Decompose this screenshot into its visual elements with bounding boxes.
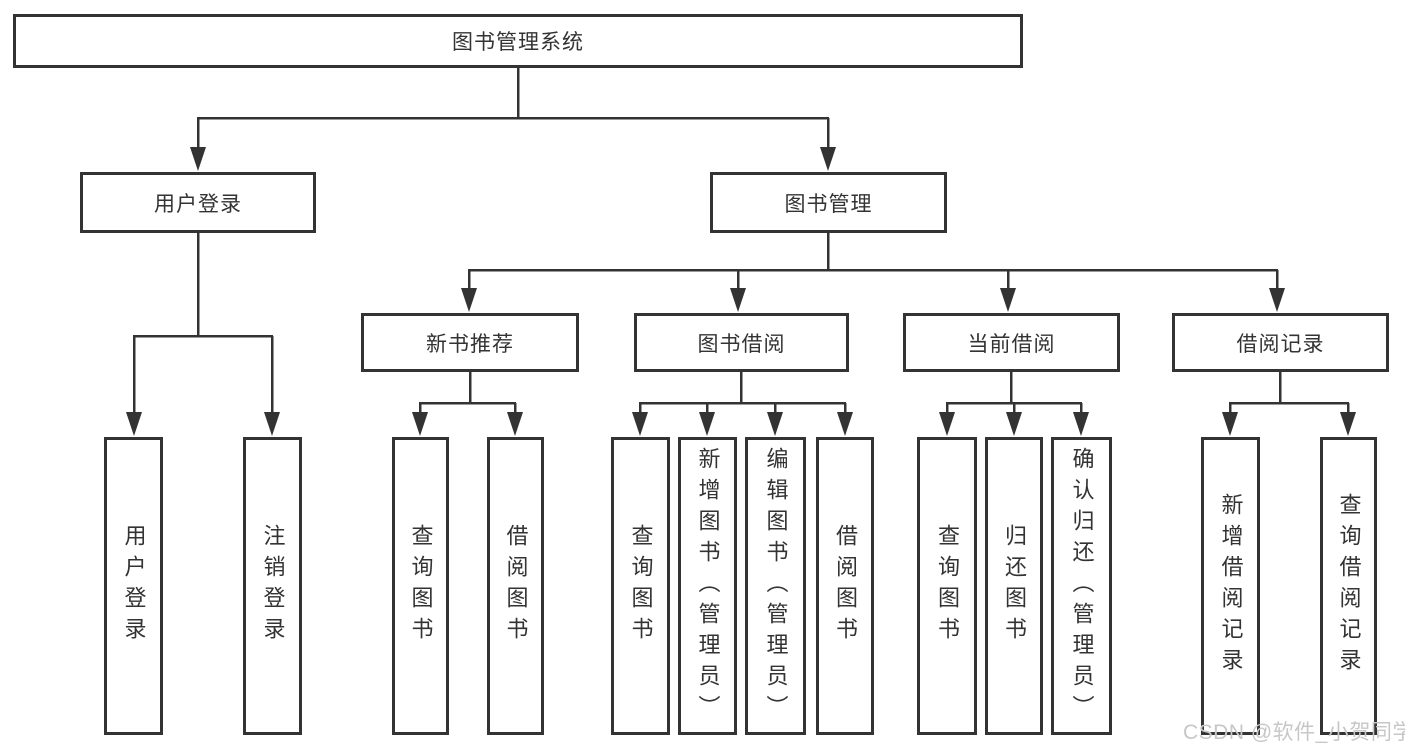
node-label: 图书借阅 — [697, 332, 786, 356]
leaf-borrow-book: 借阅图书 — [816, 437, 874, 735]
node-label: 查询图书 — [408, 524, 434, 648]
node-label: 当前借阅 — [967, 332, 1056, 356]
node-label: 注销登录 — [260, 524, 286, 648]
node-new-book-recommendation: 新书推荐 — [361, 313, 579, 372]
leaf-add-book-admin: 新增图书（管理员） — [678, 437, 737, 735]
leaf-user-login: 用户登录 — [104, 437, 163, 735]
leaf-edit-book-admin: 编辑图书（管理员） — [745, 437, 806, 735]
node-book-management: 图书管理 — [710, 172, 947, 233]
node-book-borrowing: 图书借阅 — [634, 313, 849, 372]
node-label: 借阅记录 — [1236, 332, 1325, 356]
node-label: 新增借阅记录 — [1218, 493, 1244, 679]
node-label: 查询借阅记录 — [1336, 493, 1362, 679]
node-label: 确认归还（管理员） — [1069, 446, 1095, 726]
node-label: 借阅图书 — [833, 524, 858, 648]
node-label: 查询图书 — [935, 524, 960, 648]
node-label: 图书管理 — [784, 192, 873, 216]
node-borrowing-records: 借阅记录 — [1172, 313, 1389, 372]
node-label: 归还图书 — [1002, 524, 1027, 648]
leaf-query-borrow-record: 查询借阅记录 — [1320, 437, 1377, 735]
leaf-add-borrow-record: 新增借阅记录 — [1201, 437, 1260, 735]
node-label: 用户登录 — [154, 192, 242, 216]
node-library-management-system: 图书管理系统 — [13, 14, 1023, 68]
leaf-query-book-recommend: 查询图书 — [392, 437, 449, 735]
leaf-confirm-return-admin: 确认归还（管理员） — [1051, 437, 1112, 735]
node-label: 借阅图书 — [503, 524, 529, 648]
node-label: 编辑图书（管理员） — [763, 446, 789, 726]
node-current-borrowing: 当前借阅 — [903, 313, 1120, 372]
node-label: 新增图书（管理员） — [695, 446, 721, 726]
node-label: 图书管理系统 — [452, 31, 584, 54]
leaf-logout: 注销登录 — [243, 437, 302, 735]
leaf-query-book-current: 查询图书 — [917, 437, 977, 735]
csdn-watermark: CSDN @软件_小贺同学 — [1183, 721, 1405, 744]
node-label: 查询图书 — [628, 524, 654, 648]
leaf-query-book-borrowing: 查询图书 — [611, 437, 670, 735]
node-label: 新书推荐 — [426, 332, 514, 356]
node-user-login-group: 用户登录 — [80, 172, 316, 233]
leaf-borrow-book-recommend: 借阅图书 — [487, 437, 544, 735]
node-label: 用户登录 — [121, 524, 147, 648]
arrowheads — [126, 147, 1356, 436]
leaf-return-book: 归还图书 — [985, 437, 1043, 735]
